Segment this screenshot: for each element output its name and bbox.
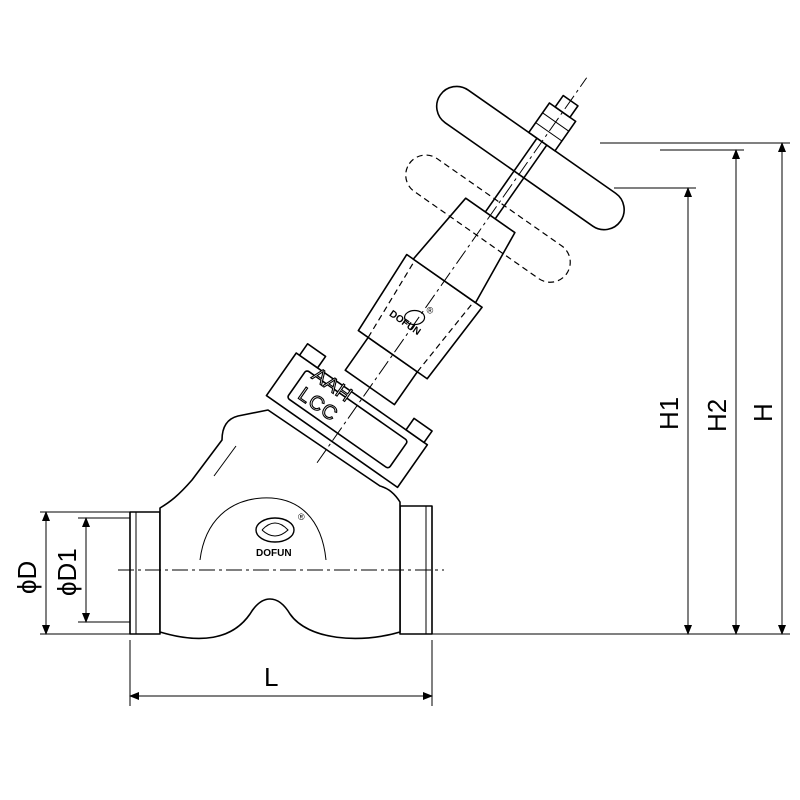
bonnet-flange [265,352,429,489]
stem [484,137,538,213]
dimension-l-label: L [264,662,278,692]
valve-body: ® DOFUN [118,409,444,640]
body-logo-registered: ® [298,512,305,522]
flange-bolt-top [298,343,327,369]
left-pipe-end [129,511,161,635]
dimension-h2-label: H2 [702,399,732,432]
svg-text:®: ® [427,306,434,316]
dimension-h: H [748,142,786,635]
stem-centerline [316,77,588,464]
dimension-l: L [129,662,433,700]
dimension-d1: ϕD1 [52,517,90,623]
dimension-h1-label: H1 [654,397,684,430]
upper-yoke [412,197,516,304]
dimension-h1: H1 [654,187,692,635]
body-logo: ® DOFUN [255,512,305,559]
dimension-d-label: ϕD [12,561,42,594]
body-logo-emblem [255,517,295,543]
extension-lines [40,142,790,706]
body-logo-text: DOFUN [256,548,292,559]
bonnet-logo: ® [403,306,434,326]
dimension-h2: H2 [702,149,740,635]
dimension-d1-label: ϕD1 [52,548,82,596]
dimension-h-label: H [748,403,778,422]
dimension-d: ϕD [12,511,50,635]
bonnet-assembly: LCC AAH ® DOFUN [265,77,625,489]
flange-bolt-bottom [405,417,433,444]
